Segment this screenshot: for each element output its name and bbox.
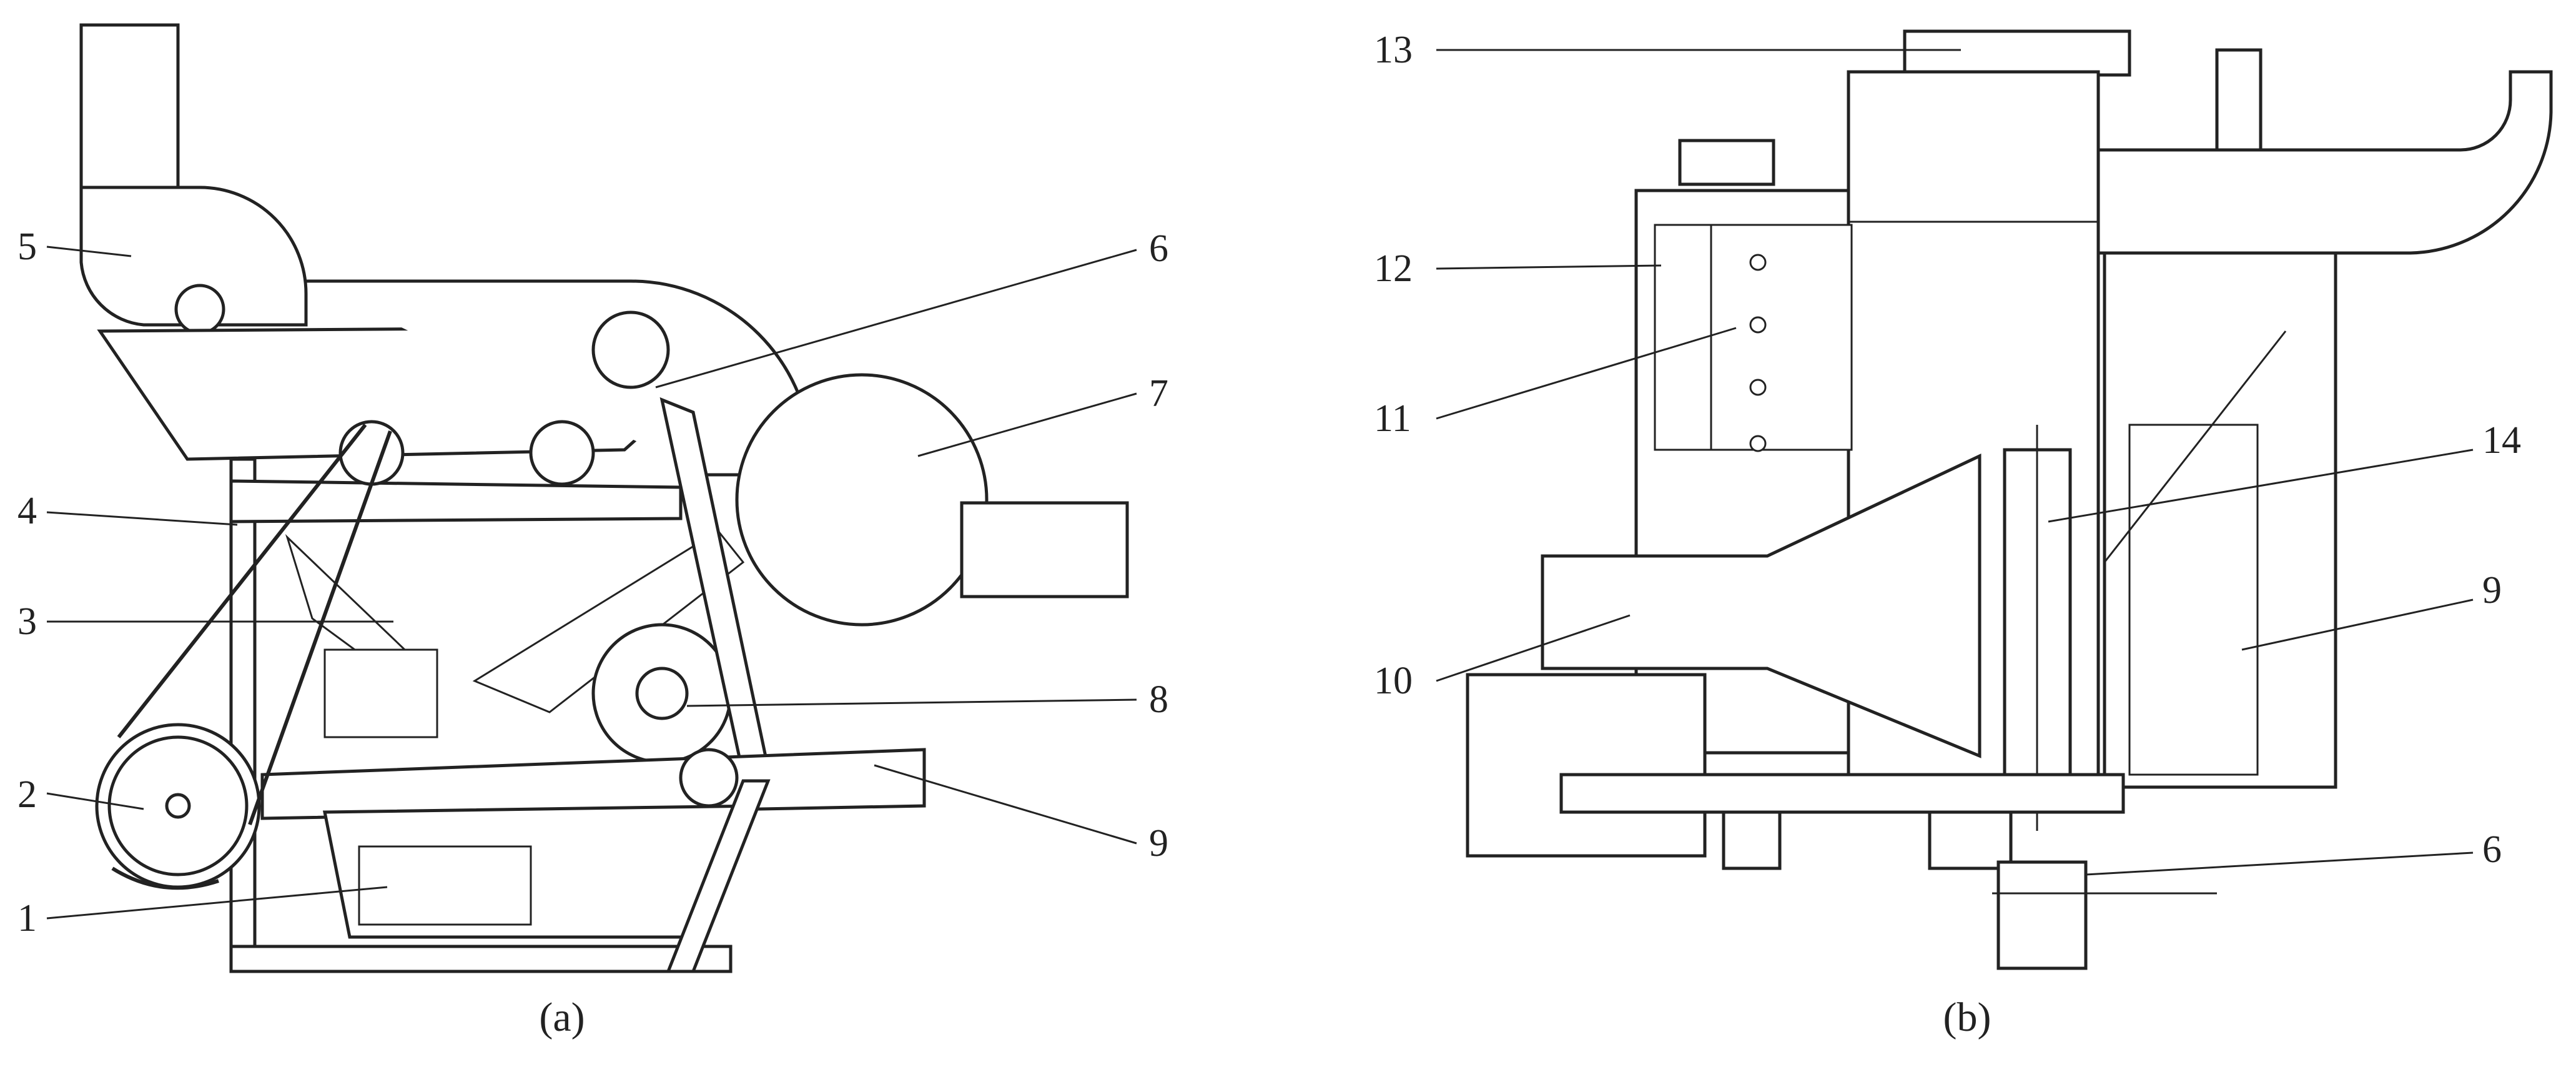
- leader-9b: [2241, 598, 2474, 651]
- fan-outlet-duct: [79, 23, 180, 189]
- fan-housing: [79, 186, 308, 327]
- callout-b-11: 11: [1374, 397, 1411, 440]
- leader-12: [1436, 264, 1662, 270]
- leader-6: [655, 249, 1137, 389]
- feed-chute: [1541, 454, 1981, 758]
- screen-mesh: [1654, 224, 1712, 451]
- caption-b: (b): [1943, 995, 1991, 1040]
- feed-chute-box: [1466, 673, 1707, 858]
- roller: [679, 748, 739, 808]
- motor: [1996, 860, 2088, 970]
- leader-4: [46, 511, 238, 526]
- leader-14: [2048, 449, 2474, 523]
- top-pulley-stack: [1903, 29, 2131, 77]
- bottom-box: [358, 845, 532, 926]
- sprocket-left: [338, 420, 405, 486]
- main-frame-bottom: [229, 945, 733, 973]
- hopper: [323, 648, 438, 738]
- chute: [472, 530, 745, 713]
- sprocket-upper: [591, 310, 670, 389]
- leader-1: [46, 886, 388, 920]
- leader-8: [686, 698, 1137, 707]
- crank-drum-hub: [635, 667, 689, 720]
- bottom-base: [1559, 773, 2125, 814]
- callout-a-2: 2: [17, 773, 37, 816]
- side-pulley: [2215, 48, 2263, 152]
- fan-hub: [174, 284, 225, 335]
- outlet-pipe: [960, 501, 1129, 598]
- callout-a-7: 7: [1149, 372, 1168, 415]
- callout-b-14: 14: [2482, 419, 2521, 462]
- leader-5: [46, 246, 132, 257]
- panel-a-drawing: [46, 23, 1137, 973]
- right-diagonal: [2103, 330, 2287, 563]
- bolt-2: [1749, 316, 1767, 334]
- callout-a-3: 3: [17, 600, 37, 643]
- perforated-panel: [1710, 224, 1853, 451]
- callout-b-6: 6: [2482, 828, 2502, 871]
- lower-sprocket-left: [1722, 810, 1782, 870]
- leader-11: [1436, 327, 1737, 420]
- motor-pulley-hub: [165, 793, 191, 819]
- separator-drum: [735, 373, 989, 627]
- callout-a-6: 6: [1149, 227, 1168, 270]
- leader-10: [1436, 614, 1631, 682]
- drive-belt-1: [117, 424, 367, 738]
- main-frame-left-post: [229, 457, 257, 973]
- callout-a-8: 8: [1149, 678, 1168, 721]
- drive-belt-2: [248, 430, 392, 826]
- callout-a-9: 9: [1149, 822, 1168, 865]
- right-screen-mesh: [2128, 424, 2259, 776]
- callout-b-9: 9: [2482, 569, 2502, 612]
- leader-7: [917, 392, 1137, 457]
- bolt-3: [1749, 379, 1767, 396]
- callout-a-4: 4: [17, 490, 37, 532]
- callout-a-5: 5: [17, 226, 37, 268]
- callout-b-10: 10: [1374, 660, 1413, 702]
- callout-a-1: 1: [17, 897, 37, 940]
- panel-b-drawing: [1436, 29, 2553, 970]
- left-pulley: [1678, 139, 1775, 186]
- callout-b-12: 12: [1374, 247, 1413, 290]
- lower-sprocket-right: [1928, 810, 2013, 870]
- bolt-1: [1749, 254, 1767, 271]
- right-outlet-duct: [2096, 70, 2553, 255]
- drive-belt-3: [111, 866, 219, 890]
- bolt-4: [1749, 435, 1767, 452]
- callout-b-13: 13: [1374, 29, 1413, 71]
- frame-top-beam: [229, 479, 683, 524]
- sprocket-middle: [529, 420, 595, 486]
- leader-6b: [2085, 851, 2474, 876]
- leader-9a: [874, 764, 1137, 845]
- leader-2: [46, 792, 144, 810]
- diagonal-leg: [666, 779, 771, 973]
- caption-a: (a): [539, 995, 585, 1040]
